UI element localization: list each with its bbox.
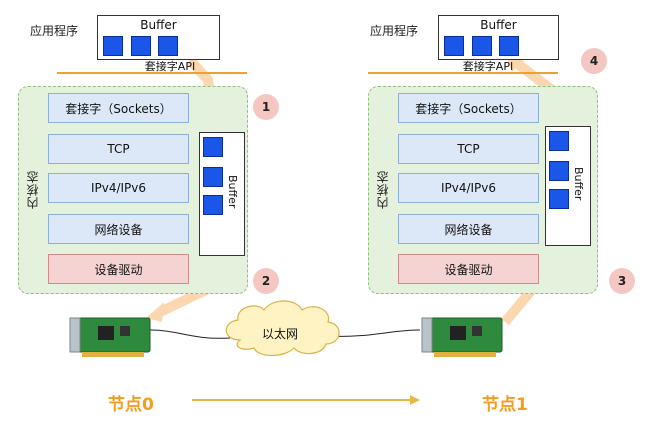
step-badge-4: 4 <box>581 48 607 74</box>
layer-tcp-node1: TCP <box>398 134 539 164</box>
layer-ip-node1: IPv4/IPv6 <box>398 173 539 203</box>
layer-driver-node1: 设备驱动 <box>398 254 539 284</box>
app-label-node1: 应用程序 <box>370 24 419 38</box>
packet-block <box>444 36 464 56</box>
layer-netdev-node0: 网络设备 <box>48 214 189 244</box>
packet-block <box>203 167 223 187</box>
kernel-buffer-label: Buffer <box>572 167 585 201</box>
packet-block <box>549 161 569 181</box>
packet-block <box>549 189 569 209</box>
step-badge-3: 3 <box>609 268 635 294</box>
packet-block <box>499 36 519 56</box>
kernel-label-node0: 内核态 <box>26 170 40 209</box>
layer-tcp-node0: TCP <box>48 134 189 164</box>
app-buffer-title: Buffer <box>140 18 177 32</box>
layer-sockets-node0: 套接字（Sockets） <box>48 93 189 123</box>
app-buffer-node1: Buffer <box>438 15 559 60</box>
socket-api-line-node1 <box>368 72 558 74</box>
layer-ip-node0: IPv4/IPv6 <box>48 173 189 203</box>
layer-driver-node0: 设备驱动 <box>48 254 189 284</box>
packet-block <box>472 36 492 56</box>
kernel-label-node1: 内核态 <box>376 170 390 209</box>
step-badge-1: 1 <box>253 94 279 120</box>
nic-card-right-icon <box>421 317 503 357</box>
socket-api-line-node0 <box>57 72 247 74</box>
packet-block <box>203 137 223 157</box>
kernel-buffer-label: Buffer <box>226 175 239 209</box>
ethernet-cloud-icon <box>225 300 340 357</box>
packet-block <box>158 36 178 56</box>
direction-arrow-head <box>410 395 420 405</box>
node1-label: 节点1 <box>482 395 528 415</box>
packet-block <box>131 36 151 56</box>
node0-label: 节点0 <box>108 395 154 415</box>
socket-api-label-node0: 套接字API <box>144 60 196 73</box>
app-buffer-node0: Buffer <box>97 15 220 60</box>
app-label-node0: 应用程序 <box>30 24 79 38</box>
kernel-buffer-node1: Buffer <box>545 126 591 246</box>
socket-api-label-node1: 套接字API <box>462 60 514 73</box>
packet-block <box>203 195 223 215</box>
ethernet-cable-left <box>149 329 231 339</box>
layer-netdev-node1: 网络设备 <box>398 214 539 244</box>
step-badge-2: 2 <box>253 268 279 294</box>
app-buffer-title: Buffer <box>480 18 517 32</box>
nic-card-left-icon <box>69 317 151 357</box>
ethernet-label: 以太网 <box>262 327 299 341</box>
layer-sockets-node1: 套接字（Sockets） <box>398 93 539 123</box>
packet-block <box>103 36 123 56</box>
flow-arrow-head-nic-0 <box>146 302 164 322</box>
kernel-buffer-node0: Buffer <box>199 132 245 256</box>
packet-block <box>549 131 569 151</box>
ethernet-cable-right <box>329 329 421 337</box>
